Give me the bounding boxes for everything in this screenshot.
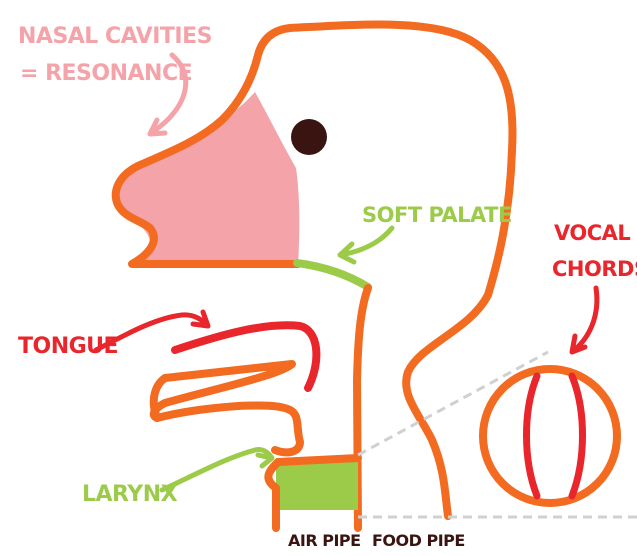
vocal-chord-left [523,372,541,500]
eye [291,119,327,155]
vocal-chord-right [568,372,586,500]
head-outline [111,20,517,520]
tongue-label: TONGUE [18,334,118,359]
soft-palate-label: SOFT PALATE [362,203,512,227]
soft-palate [293,259,372,291]
air-pipe-label: AIR PIPE [288,531,361,550]
jaw-outline [149,360,304,457]
inset-leader-top [357,350,549,457]
nasal-arrow [147,52,189,137]
nasal-cavities-label: NASAL CAVITIES [18,24,212,49]
throat-wall [352,284,372,532]
vocal-arrow [569,285,600,355]
resonance-label: = RESONANCE [20,61,192,86]
jaw-front [149,374,169,422]
vocal-label: VOCAL [554,221,630,245]
tongue-arrow [93,309,211,353]
soft-palate-arrow [337,225,395,265]
chords-label: CHORDS [552,257,637,281]
larynx-label: LARYNX [82,482,178,507]
tongue [171,321,321,392]
vocal-chords-inset [479,365,621,507]
larynx-arrow [159,447,275,493]
larynx-outline [264,454,362,532]
larynx-box [276,458,358,510]
nasal-cavity-fill [119,92,300,264]
food-pipe-label: FOOD PIPE [372,531,465,550]
